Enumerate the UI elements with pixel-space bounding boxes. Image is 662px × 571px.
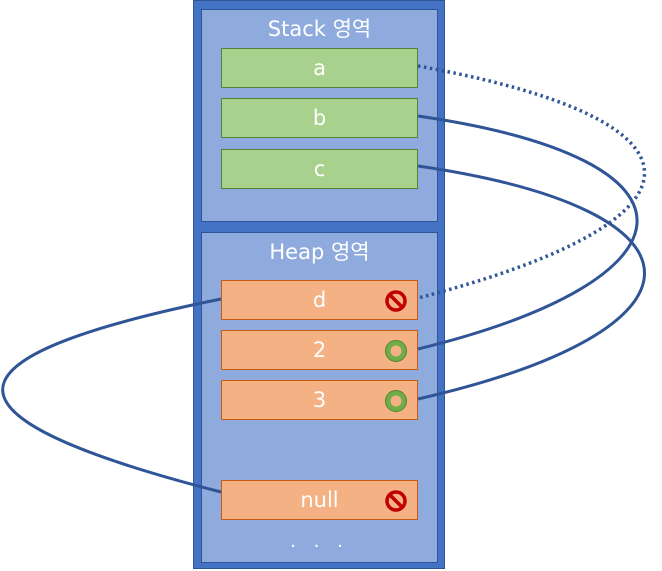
ring-icon bbox=[385, 390, 407, 412]
prohibited-icon bbox=[385, 290, 407, 312]
link-b-to-2 bbox=[417, 114, 639, 351]
heap-item-label: null bbox=[300, 488, 339, 512]
heap-ellipsis: . . . bbox=[290, 531, 349, 552]
stack-item-b: b bbox=[221, 98, 418, 138]
ring-icon bbox=[385, 340, 407, 362]
link-d-to-null bbox=[1, 297, 222, 494]
heap-item-null: null bbox=[221, 480, 418, 520]
heap-item-label: 3 bbox=[312, 388, 327, 412]
heap-title: Heap 영역 bbox=[269, 240, 370, 264]
link-c-to-3 bbox=[417, 164, 646, 401]
stack-item-c: c bbox=[221, 149, 418, 189]
heap-item-2: 2 bbox=[221, 330, 418, 370]
link-a-to-d bbox=[417, 64, 646, 300]
stack-item-label: c bbox=[313, 157, 326, 181]
stack-item-a: a bbox=[221, 48, 418, 88]
prohibited-icon bbox=[385, 490, 407, 512]
heap-item-d: d bbox=[221, 280, 418, 320]
stack-item-label: a bbox=[313, 56, 326, 80]
stack-item-label: b bbox=[312, 106, 327, 130]
heap-item-label: 2 bbox=[312, 338, 327, 362]
stack-title: Stack 영역 bbox=[267, 17, 372, 41]
heap-item-3: 3 bbox=[221, 380, 418, 420]
heap-item-label: d bbox=[312, 288, 327, 312]
